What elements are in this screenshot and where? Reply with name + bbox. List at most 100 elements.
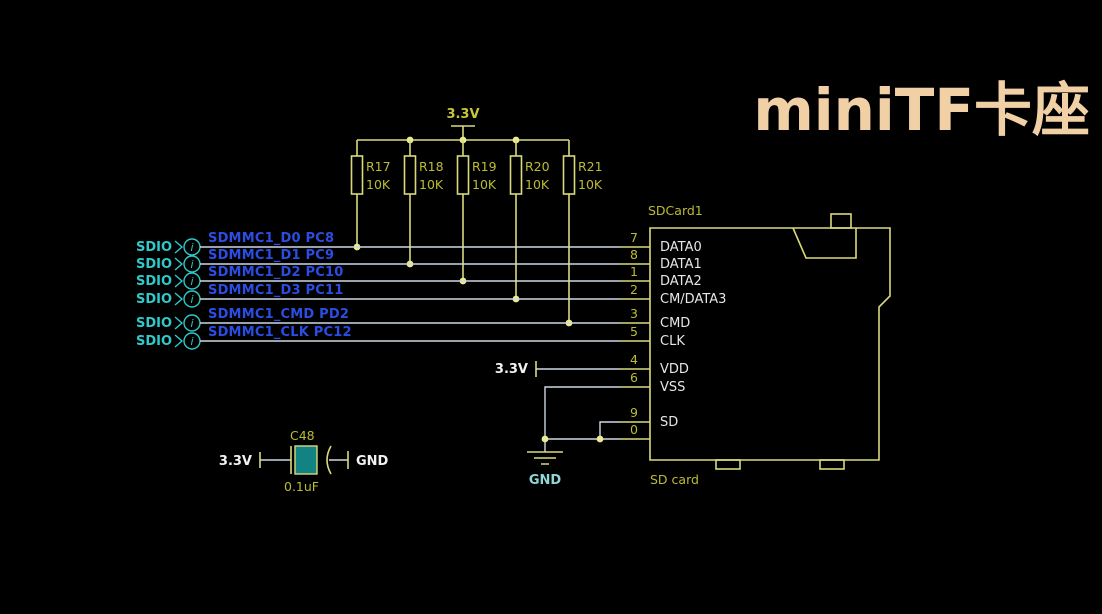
sdcard-comment: SD card (650, 472, 699, 487)
decoupling-cap-c48: 3.3V GND C48 0.1uF (219, 428, 389, 494)
resistor-ref: R18 (419, 159, 444, 174)
pin-name: DATA2 (660, 274, 702, 289)
sdcard-tab (830, 213, 852, 229)
resistor-body (350, 155, 364, 195)
port-info-letter: i (190, 335, 193, 348)
pin-name: VSS (660, 380, 685, 395)
sdcard-designator: SDCard1 (648, 203, 703, 218)
resistor-body (403, 155, 417, 195)
port-info-letter: i (190, 275, 193, 288)
resistor-r19: R19 10K (456, 140, 497, 285)
junction-dot (541, 435, 549, 443)
net-label: SDMMC1_D3 PC11 (208, 283, 343, 298)
resistor-body (456, 155, 470, 195)
vdd-power: 3.3V (495, 361, 620, 377)
rail-voltage-label: 3.3V (446, 107, 479, 122)
resistor-ref: R17 (366, 159, 391, 174)
pin-number: 2 (630, 282, 638, 297)
port-label: SDIO (136, 240, 172, 255)
pin-row-clk: 5 CLK (620, 324, 685, 349)
resistor-value: 10K (366, 177, 391, 192)
resistor-ref: R20 (525, 159, 550, 174)
pin-row-vdd: 4 VDD (620, 352, 689, 377)
pin-name: VDD (660, 362, 689, 377)
sdcard-tab (819, 459, 845, 470)
port-arrow-icon (174, 274, 184, 288)
pin-row-0: 0 (620, 422, 650, 440)
pin-row-cm-data3: 2 CM/DATA3 (620, 282, 726, 307)
port-info-letter: i (190, 241, 193, 254)
net-label: SDMMC1_D1 PC9 (208, 248, 334, 263)
sdcard-tab (715, 459, 741, 470)
pin-name: SD (660, 415, 678, 430)
net-label: SDMMC1_CMD PD2 (208, 307, 349, 322)
resistor-ref: R19 (472, 159, 497, 174)
sdcard-body (649, 227, 891, 461)
cap-plate-right (326, 445, 332, 475)
port-arrow-icon (174, 240, 184, 254)
port-label: SDIO (136, 316, 172, 331)
cap-body (294, 445, 318, 475)
port-sdio-cmd: SDIO i SDMMC1_CMD PD2 (136, 307, 620, 332)
sdcard-notch (792, 227, 857, 259)
port-label: SDIO (136, 292, 172, 307)
pin-number: 0 (630, 422, 638, 437)
cap-power-label: 3.3V (219, 454, 252, 469)
net-label: SDMMC1_D2 PC10 (208, 265, 343, 280)
pin-name: CLK (660, 334, 685, 349)
port-arrow-icon (174, 257, 184, 271)
pin-name: DATA0 (660, 240, 702, 255)
pin-number: 8 (630, 247, 638, 262)
vdd-voltage-label: 3.3V (495, 362, 528, 377)
port-sdio-clk: SDIO i SDMMC1_CLK PC12 (136, 325, 620, 350)
resistor-value: 10K (419, 177, 444, 192)
port-sdio-d3: SDIO i SDMMC1_D3 PC11 (136, 283, 620, 308)
pin-number: 5 (630, 324, 638, 339)
resistor-value: 10K (578, 177, 603, 192)
port-info-letter: i (190, 317, 193, 330)
power-rail-3v3: 3.3V (357, 107, 569, 144)
pin-row-sd: 9 SD (620, 405, 678, 430)
cap-value: 0.1uF (284, 479, 319, 494)
port-label: SDIO (136, 274, 172, 289)
pin-number: 6 (630, 370, 638, 385)
resistor-body (509, 155, 523, 195)
pin-row-data0: 7 DATA0 (620, 230, 702, 255)
port-sdio-d0: SDIO i SDMMC1_D0 PC8 (136, 231, 620, 256)
junction-dot (596, 435, 604, 443)
resistor-r17: R17 10K (350, 140, 391, 251)
cap-ref: C48 (290, 428, 315, 443)
gnd-label: GND (529, 473, 562, 488)
resistor-r18: R18 10K (403, 140, 444, 268)
net-label: SDMMC1_D0 PC8 (208, 231, 334, 246)
pin-number: 3 (630, 306, 638, 321)
resistor-ref: R21 (578, 159, 603, 174)
port-label: SDIO (136, 257, 172, 272)
sdcard-component: SDCard1 SD card 7 DATA0 8 DATA1 1 DATA2 … (620, 203, 891, 487)
port-label: SDIO (136, 334, 172, 349)
port-arrow-icon (174, 334, 184, 348)
pin-number: 4 (630, 352, 638, 367)
resistor-value: 10K (472, 177, 497, 192)
ground-symbol-icon (527, 451, 563, 465)
port-sdio-d2: SDIO i SDMMC1_D2 PC10 (136, 265, 620, 290)
cap-gnd-label: GND (356, 454, 389, 469)
port-sdio-d1: SDIO i SDMMC1_D1 PC9 (136, 248, 620, 273)
card-detect-wire (545, 421, 620, 440)
port-info-letter: i (190, 258, 193, 271)
pin-name: CM/DATA3 (660, 292, 726, 307)
pin-row-vss: 6 VSS (620, 370, 685, 395)
resistor-r21: R21 10K (562, 140, 603, 327)
pin-number: 7 (630, 230, 638, 245)
gnd-net: GND (527, 386, 620, 488)
pin-row-data2: 1 DATA2 (620, 264, 702, 289)
pin-name: DATA1 (660, 257, 702, 272)
port-arrow-icon (174, 292, 184, 306)
pin-name: CMD (660, 316, 690, 331)
pin-row-cmd: 3 CMD (620, 306, 690, 331)
vss-wire (544, 386, 620, 452)
resistor-r20: R20 10K (509, 140, 550, 303)
resistor-body (562, 155, 576, 195)
